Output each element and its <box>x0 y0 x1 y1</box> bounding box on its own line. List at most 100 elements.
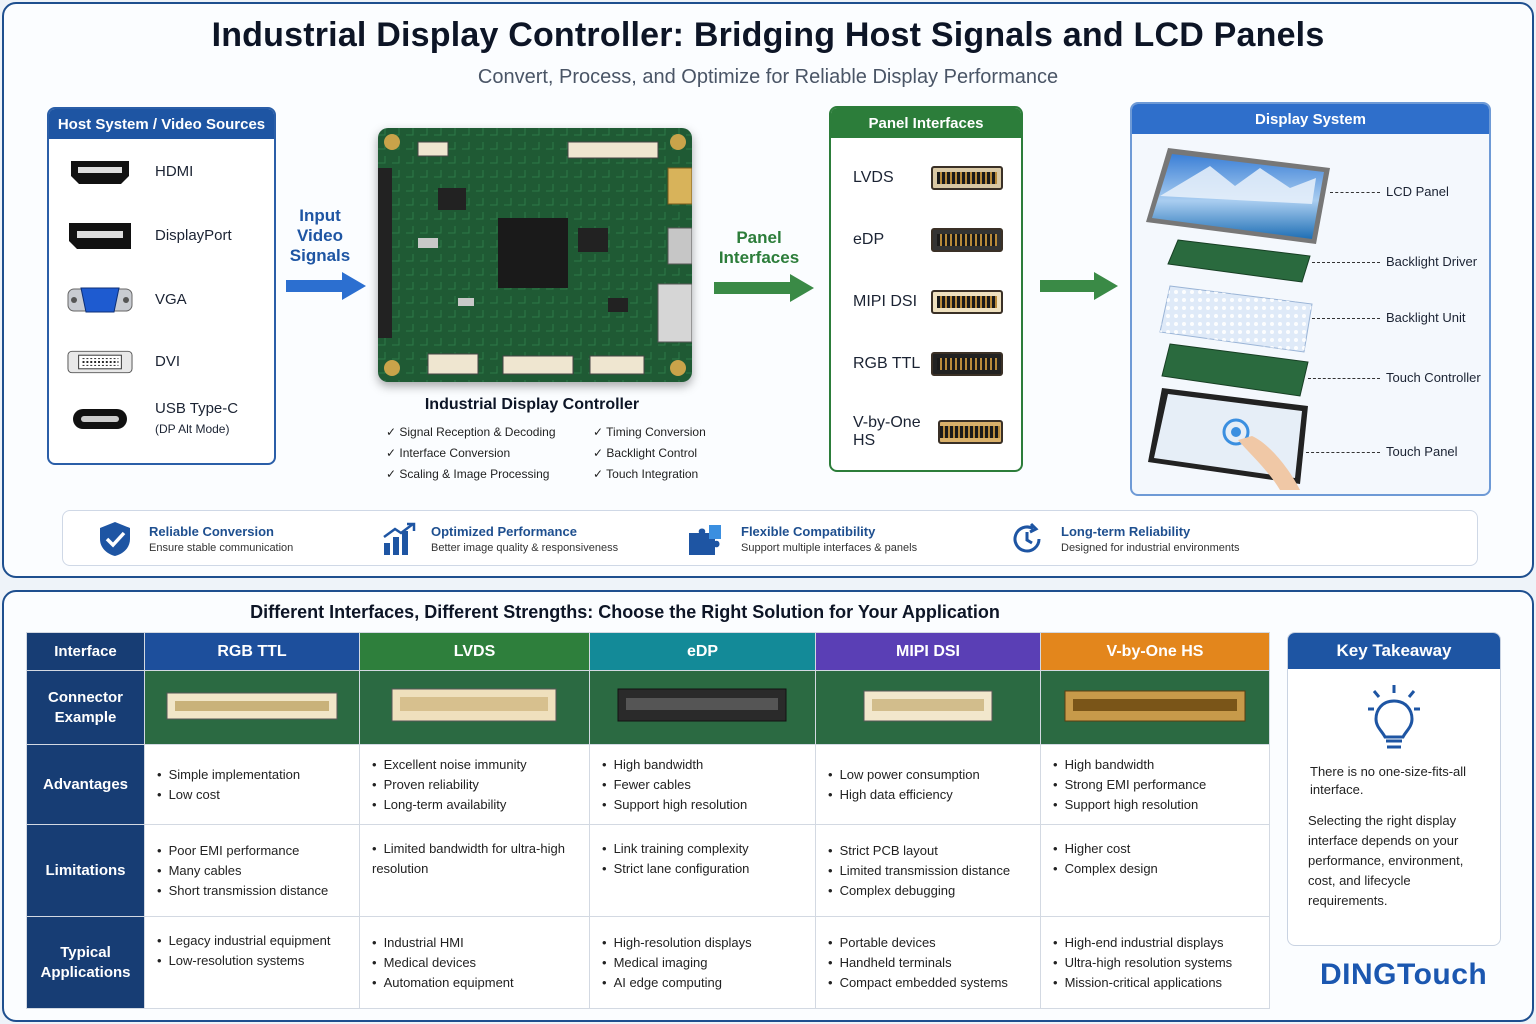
brand-logo: DINGTouch <box>1320 958 1488 991</box>
panel-interfaces-title: Panel Interfaces <box>831 108 1021 138</box>
layer-backlight-driver: Backlight Driver <box>1386 254 1478 269</box>
layer-lcd-panel: LCD Panel <box>1386 184 1449 199</box>
interface-rgb-ttl: RGB TTL <box>853 352 1003 376</box>
takeaway-text-2: Selecting the right display interface de… <box>1308 813 1464 908</box>
row-header-applications: Typical Applications <box>26 916 145 1009</box>
feature-item: ✓ Interface Conversion <box>386 446 511 460</box>
interface-vbyone-hs: V-by-One HS <box>853 414 1003 450</box>
check-icon: ✓ <box>386 467 400 481</box>
controller-title: Industrial Display Controller <box>424 396 640 413</box>
source-label: VGA <box>155 291 187 308</box>
vga-port-icon <box>67 283 133 317</box>
limitations-lvds: Limited bandwidth for ultra-high resolut… <box>359 824 590 917</box>
layer-touch-controller: Touch Controller <box>1386 370 1481 385</box>
display-system-title: Display System <box>1132 104 1489 134</box>
source-usb-c: USB Type-C (DP Alt Mode) <box>67 399 238 439</box>
row-header-interface: Interface <box>26 632 145 671</box>
connector-icon <box>931 166 1003 190</box>
connector-image-edp <box>589 670 816 745</box>
key-takeaway-title: Key Takeaway <box>1288 633 1500 669</box>
applications-lvds: Industrial HMIMedical devicesAutomation … <box>359 916 590 1009</box>
feature-item: ✓ Signal Reception & Decoding <box>386 425 556 439</box>
page-title: Industrial Display Controller: Bridging … <box>211 16 1325 54</box>
layer-touch-panel: Touch Panel <box>1386 444 1458 459</box>
check-icon: ✓ <box>386 446 400 460</box>
clock-refresh-icon <box>1013 522 1041 553</box>
key-takeaway-box: Key Takeaway There is no one-size-fits-a… <box>1287 632 1501 946</box>
applications-edp: High-resolution displaysMedical imagingA… <box>589 916 816 1009</box>
controller-board-image <box>378 128 692 382</box>
shield-check-icon <box>100 522 130 556</box>
connector-icon <box>937 420 1003 444</box>
controller-features-left: ✓ Signal Reception & Decoding ✓ Interfac… <box>386 422 556 485</box>
usb-c-icon <box>67 402 133 436</box>
output-arrow-icon <box>714 274 814 302</box>
row-header-limitations: Limitations <box>26 824 145 917</box>
displayport-icon <box>67 219 133 253</box>
feature-item: ✓ Backlight Control <box>593 446 698 460</box>
panel-interfaces-box: Panel Interfaces LVDS eDP MIPI DSI RGB T… <box>829 106 1023 472</box>
advantages-vbyone-hs: High bandwidthStrong EMI performanceSupp… <box>1040 744 1270 825</box>
layer-backlight-unit: Backlight Unit <box>1386 310 1466 325</box>
takeaway-text-1: There is no one-size-fits-all interface. <box>1310 764 1467 797</box>
applications-vbyone-hs: High-end industrial displaysUltra-high r… <box>1040 916 1270 1009</box>
applications-mipi-dsi: Portable devicesHandheld terminalsCompac… <box>815 916 1041 1009</box>
col-header-vbyone-hs: V-by-One HS <box>1040 632 1270 671</box>
host-sources-title: Host System / Video Sources <box>49 109 274 139</box>
display-arrow-icon <box>1040 272 1118 300</box>
source-label: HDMI <box>155 163 194 180</box>
col-header-mipi-dsi: MIPI DSI <box>815 632 1041 671</box>
dvi-port-icon <box>67 345 133 379</box>
applications-rgb-ttl: Legacy industrial equipmentLow-resolutio… <box>144 916 360 1009</box>
comparison-table: Interface RGB TTL LVDS eDP MIPI DSI V-by… <box>26 632 1270 1009</box>
comparison-title: Different Interfaces, Different Strength… <box>250 602 1000 622</box>
feature-item: ✓ Touch Integration <box>593 467 699 481</box>
connector-icon <box>931 290 1003 314</box>
interface-lvds: LVDS <box>853 166 1003 190</box>
source-hdmi: HDMI <box>67 155 193 189</box>
row-header-connector: Connector Example <box>26 670 145 745</box>
feature-item: ✓ Timing Conversion <box>593 425 706 439</box>
source-sublabel: (DP Alt Mode) <box>155 422 230 436</box>
puzzle-icon <box>689 525 721 555</box>
col-header-edp: eDP <box>589 632 816 671</box>
connector-icon <box>931 352 1003 376</box>
advantages-lvds: Excellent noise immunityProven reliabili… <box>359 744 590 825</box>
advantages-edp: High bandwidthFewer cablesSupport high r… <box>589 744 816 825</box>
advantages-rgb-ttl: Simple implementationLow cost <box>144 744 360 825</box>
check-icon: ✓ <box>593 467 607 481</box>
connector-image-vbyone-hs <box>1040 670 1270 745</box>
source-dvi: DVI <box>67 345 180 379</box>
col-header-lvds: LVDS <box>359 632 590 671</box>
input-arrow-icon <box>286 272 366 300</box>
interface-mipi-dsi: MIPI DSI <box>853 290 1003 314</box>
bar-chart-up-icon <box>383 522 416 555</box>
limitations-vbyone-hs: Higher costComplex design <box>1040 824 1270 917</box>
source-displayport: DisplayPort <box>67 219 232 253</box>
hdmi-port-icon <box>67 155 133 189</box>
limitations-edp: Link training complexityStrict lane conf… <box>589 824 816 917</box>
display-stack-image <box>1146 148 1330 490</box>
check-icon: ✓ <box>593 425 607 439</box>
panel-interfaces-arrow-label: Panel Interfaces <box>718 228 800 267</box>
limitations-rgb-ttl: Poor EMI performanceMany cablesShort tra… <box>144 824 360 917</box>
feature-item: ✓ Scaling & Image Processing <box>386 467 550 481</box>
check-icon: ✓ <box>386 425 400 439</box>
page-subtitle: Convert, Process, and Optimize for Relia… <box>477 66 1059 88</box>
source-vga: VGA <box>67 283 187 317</box>
source-label: DVI <box>155 353 181 370</box>
advantages-mipi-dsi: Low power consumptionHigh data efficienc… <box>815 744 1041 825</box>
connector-image-rgb-ttl <box>144 670 360 745</box>
source-label: DisplayPort <box>155 227 232 244</box>
host-sources-box: Host System / Video Sources HDMI Display… <box>47 107 276 465</box>
check-icon: ✓ <box>593 446 607 460</box>
interface-edp: eDP <box>853 228 1003 252</box>
controller-features-right: ✓ Timing Conversion ✓ Backlight Control … <box>593 422 706 485</box>
limitations-mipi-dsi: Strict PCB layoutLimited transmission di… <box>815 824 1041 917</box>
row-header-advantages: Advantages <box>26 744 145 825</box>
